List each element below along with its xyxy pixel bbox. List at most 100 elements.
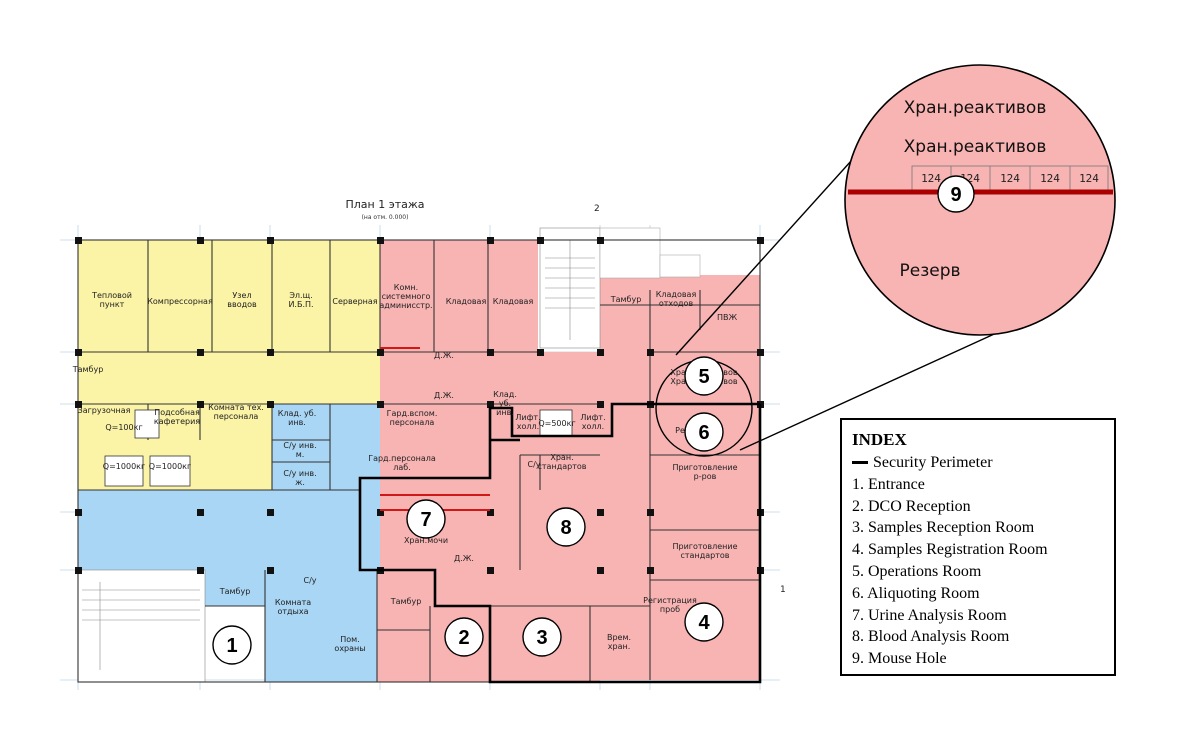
room-label-vrem_hran: Врем.хран.	[607, 633, 631, 651]
room-label-q100: Q=100кг	[105, 423, 142, 432]
stairs-top	[539, 227, 601, 349]
legend: INDEX Security Perimeter 1. Entrance 2. …	[840, 418, 1116, 676]
room-label-klad2: Кладовая	[493, 297, 534, 306]
legend-item: 8. Blood Analysis Room	[852, 626, 1104, 648]
legend-title: INDEX	[852, 430, 907, 449]
room-label-dzh1: Д.Ж.	[434, 351, 454, 360]
room-label-klad1: Кладовая	[446, 297, 487, 306]
room-label-elsch: Эл.щ.И.Б.П.	[288, 291, 313, 309]
marker-label-5: 5	[698, 366, 709, 388]
blue-zone	[78, 404, 380, 682]
room-label-kompressor: Компрессорная	[147, 297, 213, 306]
room-label-su: С/у	[527, 460, 540, 469]
stairs-bottom	[77, 569, 206, 683]
room-label-klad_ub: Клад. уб.инв.	[278, 409, 317, 427]
legend-item-label: 9. Mouse Hole	[852, 650, 947, 668]
zoom-bottom-text: Резерв	[899, 261, 960, 281]
zoom-line-2: Хран.реактивов	[904, 137, 1047, 157]
legend-item: 7. Urine Analysis Room	[852, 605, 1104, 627]
legend-item: 2. DCO Reception	[852, 496, 1104, 518]
legend-item-label: 7. Urine Analysis Room	[852, 606, 1007, 624]
section-mark-right: 1	[780, 585, 786, 595]
room-label-q1000a: Q=1000кг	[103, 462, 145, 471]
plan-subtitle: (на отм. 0.000)	[362, 214, 409, 221]
room-label-dzh3: Д.Ж.	[454, 554, 474, 563]
marker-circle-3	[522, 617, 562, 657]
plan-title: План 1 этажа	[345, 198, 424, 211]
zoom-cell-1: 124	[921, 172, 941, 185]
room-label-lift2: Лифт.холл.	[580, 413, 605, 431]
marker-label-6: 6	[698, 422, 709, 444]
legend-item: 3. Samples Reception Room	[852, 517, 1104, 539]
legend-item: 6. Aliquoting Room	[852, 583, 1104, 605]
room-label-tambur_entr: Тамбур	[219, 587, 251, 596]
room-label-hran_mochi: Хран.мочи	[404, 536, 448, 545]
legend-item: 1. Entrance	[852, 474, 1104, 496]
room-label-su_zh: С/у инв.ж.	[283, 469, 316, 487]
perimeter-swatch	[852, 461, 868, 465]
room-label-tambur_left: Тамбур	[72, 365, 104, 374]
marker-label-7: 7	[420, 509, 431, 531]
zoom-cell-5: 124	[1079, 172, 1099, 185]
room-label-komn_tex: Комната тех.персонала	[208, 403, 264, 421]
room-label-pvzh: ПВЖ	[717, 313, 738, 322]
room-label-server: Серверная	[332, 297, 377, 306]
security-perimeter	[358, 402, 762, 684]
marker-label-4: 4	[698, 612, 710, 634]
room-label-tambur_top: Тамбур	[610, 295, 642, 304]
marker-circle-5	[684, 356, 724, 396]
marker-label-2: 2	[458, 627, 469, 649]
legend-item-label: 5. Operations Room	[852, 562, 982, 580]
room-label-hran_std: Хран.стандартов	[538, 453, 587, 471]
zoom-marker-9: 9	[950, 184, 961, 206]
marker-circle-4	[684, 602, 724, 642]
marker-label-1: 1	[226, 635, 237, 657]
legend-item-label: 4. Samples Registration Room	[852, 541, 1048, 559]
marker-circle-7	[406, 499, 446, 539]
room-label-q1000b: Q=1000кг	[149, 462, 191, 471]
legend-item: 4. Samples Registration Room	[852, 539, 1104, 561]
room-label-dzh2: Д.Ж.	[434, 391, 454, 400]
legend-item-label: 2. DCO Reception	[852, 497, 971, 515]
zoom-line-1: Хран.реактивов	[904, 98, 1047, 118]
legend-item-label: 3. Samples Reception Room	[852, 519, 1035, 537]
legend-item-label: 8. Blood Analysis Room	[852, 628, 1010, 646]
room-label-q500: Q=500кг	[538, 419, 575, 428]
room-label-pom_ohr: Пом.охраны	[334, 635, 365, 653]
marker-circle-1	[212, 625, 252, 665]
legend-item-perimeter: Security Perimeter	[852, 452, 1104, 474]
legend-item-label: 6. Aliquoting Room	[852, 584, 980, 602]
marker-circle-2	[444, 617, 484, 657]
room-label-su_bottom: С/у	[303, 576, 316, 585]
room-label-rez: Ре	[675, 426, 685, 435]
section-mark-top: 2	[594, 204, 600, 214]
marker-circle-6	[684, 412, 724, 452]
zoom-cell-4: 124	[1040, 172, 1060, 185]
legend-item-label: Security Perimeter	[873, 454, 993, 471]
marker-label-8: 8	[560, 517, 571, 539]
legend-item-label: 1. Entrance	[852, 475, 925, 493]
room-label-su_m: С/у инв.м.	[283, 441, 316, 459]
zoom-callout	[844, 64, 1116, 336]
marker-label-3: 3	[536, 627, 547, 649]
zoom-cell-3: 124	[1000, 172, 1020, 185]
marker-circle-8	[546, 507, 586, 547]
room-label-gard_vsp: Гард.вспом.персонала	[387, 409, 438, 427]
legend-item: 5. Operations Room	[852, 561, 1104, 583]
room-label-klad_ub2: Клад.уб.инв.	[493, 390, 517, 417]
room-label-tambur_bottom: Тамбур	[390, 597, 422, 606]
legend-item: 9. Mouse Hole	[852, 648, 1104, 670]
room-label-zagruz: Загрузочная	[78, 406, 131, 415]
room-label-lift1: Лифт.холл.	[515, 413, 540, 431]
